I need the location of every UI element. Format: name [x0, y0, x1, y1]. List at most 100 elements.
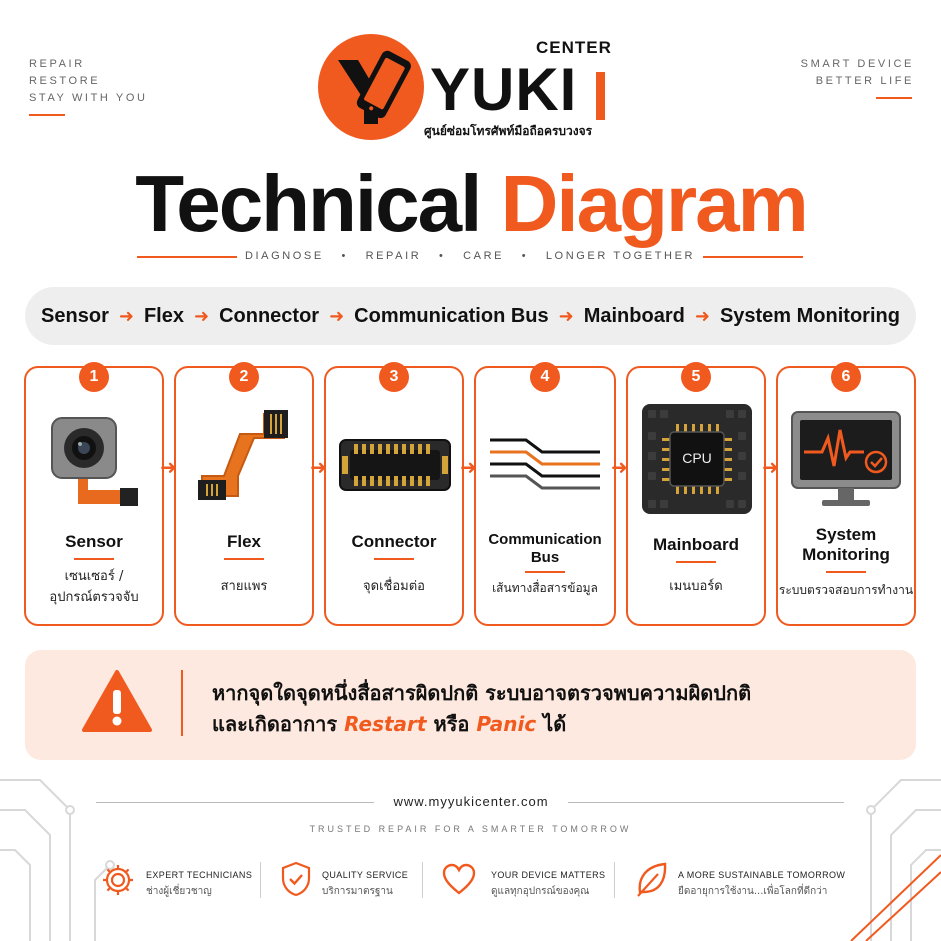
arrow-right-icon: ➜	[329, 305, 345, 327]
step-title-underline	[74, 558, 114, 560]
step-subtitle-line: เมนบอร์ด	[669, 579, 723, 594]
arrow-right-icon: ➜	[118, 305, 134, 327]
step-number-badge: 4	[530, 362, 560, 392]
arrow-right-icon: ➜	[611, 455, 628, 479]
step-title-line: Communication	[488, 531, 602, 548]
corner-left-underline	[29, 114, 65, 116]
warning-line-1: หากจุดใดจุดหนึ่งสื่อสารผิดปกติ ระบบอาจตร…	[212, 681, 752, 705]
logo-phone-icon	[318, 34, 424, 140]
feature-label: YOUR DEVICE MATTERS	[491, 870, 606, 880]
feature-label: EXPERT TECHNICIANS	[146, 870, 253, 880]
step-subtitle-line: อุปกรณ์ตรวจจับ	[49, 590, 139, 605]
warning-suffix: ได้	[543, 712, 567, 736]
step-subtitle-line: เส้นทางสื่อสารข้อมูล	[492, 581, 598, 595]
step-subtitle: เมนบอร์ด	[626, 576, 766, 597]
corner-right-line: SMART DEVICE	[800, 58, 914, 70]
bus-lines-icon	[490, 438, 600, 490]
flow-item-communication-bus: Communication Bus	[354, 304, 549, 327]
step-subtitle: เซนเซอร์ / อุปกรณ์ตรวจจับ	[24, 566, 164, 608]
flow-item-mainboard: Mainboard	[583, 304, 685, 327]
step-subtitle-line: สายแพร	[220, 579, 268, 594]
corner-text-right: SMART DEVICE BETTER LIFE	[801, 56, 914, 90]
arrow-right-icon: ➜	[160, 455, 177, 479]
corner-left-line: RESTORE	[29, 75, 101, 87]
cpu-label: CPU	[682, 450, 712, 466]
step-card-communication-bus	[474, 366, 616, 626]
tagline: DIAGNOSE • REPAIR • CARE • LONGER TOGETH…	[244, 250, 696, 262]
url-line-right	[568, 802, 844, 803]
corner-right-underline	[876, 97, 912, 99]
feature-subtitle: ช่างผู้เชี่ยวชาญ	[146, 886, 212, 897]
arrow-right-icon: ➜	[310, 455, 327, 479]
step-number-badge: 2	[229, 362, 259, 392]
step-title-line: Monitoring	[802, 545, 890, 564]
title-part2: Diagram	[500, 159, 809, 248]
step-title-underline	[224, 558, 264, 560]
arrow-right-icon: ➜	[762, 455, 779, 479]
corner-left-line: REPAIR	[29, 58, 85, 70]
arrow-right-icon: ➜	[694, 305, 710, 327]
feature-divider	[422, 862, 423, 898]
flow-item-flex: Flex	[143, 304, 184, 327]
step-title: System Monitoring	[776, 525, 916, 565]
step-subtitle: จุดเชื่อมต่อ	[324, 576, 464, 597]
warning-triangle-icon	[82, 670, 152, 732]
website-url[interactable]: www.myyukicenter.com	[393, 794, 549, 809]
arrow-right-icon: ➜	[193, 305, 210, 327]
corner-text-left: REPAIR RESTORE STAY WITH YOU	[29, 56, 148, 107]
step-title: Mainboard	[653, 535, 739, 554]
step-card-connector	[324, 366, 464, 626]
step-number-badge: 5	[681, 362, 711, 392]
leaf-icon	[637, 862, 667, 897]
logo-thai-subtitle: ศูนย์ซ่อมโทรศัพท์มือถือครบวงจร	[424, 124, 593, 138]
feature-subtitle: บริการมาตรฐาน	[322, 886, 393, 897]
feature-divider	[614, 862, 615, 898]
gear-icon	[103, 865, 133, 895]
flow-item-connector: Connector	[219, 304, 320, 327]
camera-sensor-icon	[51, 417, 138, 506]
feature-label: A MORE SUSTAINABLE TOMORROW	[678, 870, 846, 880]
warning-line-2-prefix: และเกิดอาการ	[212, 712, 338, 736]
trusted-tagline: TRUSTED REPAIR FOR A SMARTER TOMORROW	[309, 824, 632, 834]
tagline-item: LONGER TOGETHER	[545, 250, 696, 262]
flow-item-system-monitoring: System Monitoring	[719, 304, 900, 327]
corner-right-line: BETTER LIFE	[815, 75, 914, 87]
feature-divider	[260, 862, 261, 898]
feature-subtitle: ดูแลทุกอุปกรณ์ของคุณ	[491, 886, 590, 897]
step-title: Connector	[351, 532, 437, 551]
warning-box	[25, 650, 916, 760]
feature-subtitle: ยืดอายุการใช้งาน...เพื่อโลกที่ดีกว่า	[678, 886, 828, 897]
step-subtitle-line: ระบบตรวจสอบการทำงาน	[778, 583, 914, 597]
step-title: Communication Bus	[474, 531, 616, 567]
step-title-underline	[826, 571, 866, 573]
step-number-badge: 6	[831, 362, 861, 392]
step-title-line: Bus	[530, 549, 560, 566]
logo: CENTER YUKI ศูนย์ซ่อมโทรศัพท์มือถือครบวง…	[316, 32, 616, 144]
monitor-icon	[791, 411, 901, 506]
warning-divider	[181, 670, 183, 736]
step-card-flex	[174, 366, 314, 626]
flow-item-sensor: Sensor	[41, 304, 109, 327]
tagline-item: DIAGNOSE	[244, 250, 324, 262]
arrow-right-icon: ➜	[558, 305, 574, 327]
logo-center-label: CENTER	[536, 38, 612, 57]
cpu-chip-icon	[642, 404, 752, 514]
tagline-item: CARE	[463, 250, 505, 262]
corner-left-line: STAY WITH YOU	[29, 92, 148, 104]
warning-restart: Restart	[344, 712, 427, 736]
step-subtitle-line: จุดเชื่อมต่อ	[363, 579, 425, 594]
logo-accent-bar	[596, 72, 605, 120]
warning-panic: Panic	[476, 712, 537, 736]
connector-icon	[339, 439, 451, 491]
logo-word: YUKI	[430, 60, 577, 120]
circuit-decoration-right	[850, 779, 941, 941]
warning-line-2: และเกิดอาการ Restart หรือ Panic ได้	[212, 709, 751, 740]
step-title: Sensor	[65, 532, 123, 551]
title-part1: Technical	[135, 159, 482, 248]
step-subtitle: ระบบตรวจสอบการทำงาน	[776, 580, 916, 601]
flex-cable-icon	[198, 410, 288, 500]
step-title-line: System	[815, 525, 877, 544]
signal-flow-bar: Sensor ➜ Flex ➜ Connector ➜ Communicatio…	[25, 287, 916, 345]
step-title: Flex	[226, 532, 262, 551]
shield-check-icon	[281, 861, 311, 897]
